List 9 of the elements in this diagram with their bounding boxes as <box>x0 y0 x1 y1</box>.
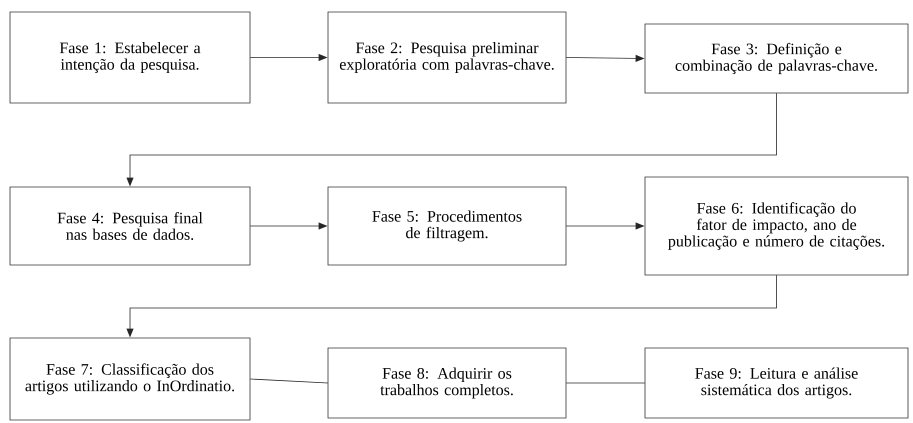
process-box: Fase 1: Estabelecer a intenção da pesquisa. <box>10 12 250 104</box>
process-box: Fase 7: Classificação dos artigos utilizando o InOrdinatio. <box>10 338 250 420</box>
process-box: Fase 8: Adquirir os trabalhos completos. <box>328 348 566 418</box>
process-box: Fase 6: Identificação do fator de impacto, ano de publicação e número de citações. <box>644 176 908 276</box>
process-box: Fase 3: Definição e combinação de palavras-chave. <box>644 24 908 94</box>
process-box: Fase 2: Pesquisa preliminar exploratória com palavras-chave. <box>328 12 566 104</box>
process-box: Fase 5: Procedimentos de filtragem. <box>328 186 566 266</box>
process-box: Fase 4: Pesquisa final nas bases de dados. <box>10 186 250 266</box>
process-box: Fase 9: Leitura e análise sistemática dos artigos. <box>644 348 908 418</box>
